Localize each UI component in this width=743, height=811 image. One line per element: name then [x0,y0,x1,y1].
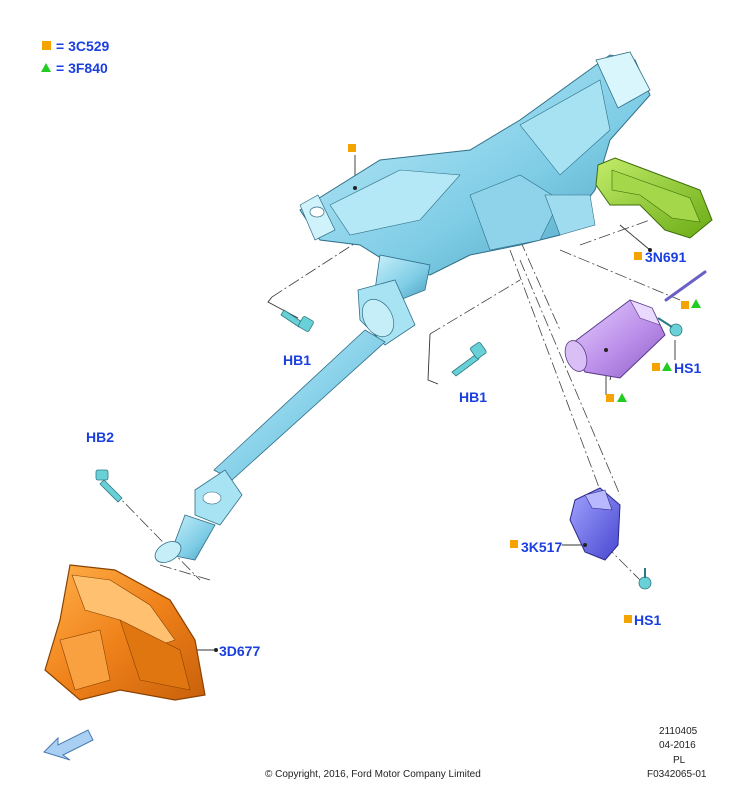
bolt-hb2[interactable] [95,469,123,503]
motor-assembly[interactable] [561,270,707,379]
steering-column-3c529[interactable] [151,51,651,567]
legend-item-3c529: = 3C529 [56,38,110,54]
label-3k517: 3K517 [521,539,562,555]
front-direction-arrow-icon [43,729,94,761]
square-marker-icon [348,144,356,152]
label-hs1-lower: HS1 [634,612,661,628]
bolt-hb1-left[interactable] [280,309,314,332]
label-3d677: 3D677 [219,643,260,659]
square-marker-icon [681,301,689,309]
triangle-marker-icon [691,299,701,308]
triangle-marker-icon [662,362,672,371]
module-3k517[interactable] [569,487,621,561]
drawing-date: 04-2016 [659,740,696,751]
drawing-language: PL [673,755,686,766]
triangle-symbol-icon [41,63,51,72]
shroud-3d677[interactable] [44,564,206,701]
bolt-hb1-mid[interactable] [451,342,487,377]
legend-item-3f840: = 3F840 [56,60,108,76]
square-marker-icon [606,394,614,402]
drawing-code: 2110405 [659,726,698,737]
square-symbol-icon [42,41,51,50]
square-marker-icon [510,540,518,548]
square-marker-icon [634,252,642,260]
bracket-3n691[interactable] [595,157,713,239]
assembly-centerlines [111,219,681,581]
label-hb2: HB2 [86,429,114,445]
legend: = 3C529 = 3F840 [41,38,110,76]
square-marker-icon [652,363,660,371]
label-hb1-left: HB1 [283,352,311,368]
triangle-marker-icon [617,393,627,402]
label-hs1-upper: HS1 [674,360,701,376]
copyright-text: © Copyright, 2016, Ford Motor Company Li… [265,769,481,780]
bolt-hs1-lower[interactable] [638,568,652,590]
bolt-hs1-upper[interactable] [657,317,683,337]
callout-markers [214,144,701,652]
drawing-reference: F0342065-01 [647,769,707,780]
label-3n691: 3N691 [645,249,686,265]
square-marker-icon [624,615,632,623]
label-hb1-mid: HB1 [459,389,487,405]
callout-labels: 3N691 HB1 HB1 HB2 HS1 3K517 HS1 3D677 [86,249,701,659]
